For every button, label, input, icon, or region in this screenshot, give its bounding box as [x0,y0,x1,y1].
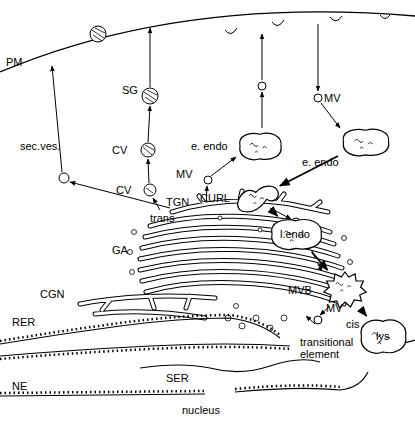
organelle-membrane [272,220,322,250]
pathway-arrow [262,92,263,128]
pathway-arrow [321,103,340,128]
organelle-node: lys [356,316,410,356]
structure-label: sec.ves. [20,140,60,152]
membrane-pit [225,15,390,34]
membrane-vesicle [314,316,322,324]
pathway-arrow [318,24,319,91]
structure-label: MV [326,302,343,314]
nuclear-envelope [0,372,368,396]
organelle-membrane [240,133,282,159]
pathway-connector [280,156,338,186]
secretory-granule [142,88,158,104]
pathway-arrow [211,157,236,176]
condensing-vacuole [141,143,156,196]
structure-label: MV [176,168,193,180]
structure-label: CGN [40,288,64,300]
organelle-label: l.endo [280,228,310,240]
organelle-membrane [361,320,406,353]
pathway-connector [312,252,328,270]
membrane-vesicle [204,176,212,184]
pathway-arrow [153,198,160,210]
secretory-vesicle [59,173,69,183]
organelle-outline [338,126,393,158]
organelle-label: CURL [200,192,230,204]
organelle-content [250,143,267,152]
golgi-vesicles [128,216,357,289]
structure-label: NE [12,380,27,392]
organelle-label: lys [376,330,389,342]
structure-label: CV [112,144,127,156]
structure-label: trans [150,212,174,224]
pathway-connector [275,214,277,216]
fusing-granule [90,26,106,42]
organelle-outline [235,130,285,162]
organelle-outline [236,180,280,214]
structure-label: MV [324,92,341,104]
structure-label: GA [112,244,128,256]
organelle-label: e. endo [191,140,228,152]
rough-er [0,315,290,359]
organelle-content [336,283,351,292]
pathway-arrow [148,159,149,183]
structure-label: RER [12,316,35,328]
structure-label: SER [166,372,189,384]
pathway-connector [362,310,367,316]
membrane-vesicle [314,94,322,102]
cis-golgi-network [80,296,215,318]
organelle-node: e. endo [338,126,393,158]
organelle-label: e. endo [302,156,339,168]
transitional-vesicles [225,304,287,332]
membrane-vesicle [258,82,266,90]
organelle-node: CURL [236,180,280,214]
structure-label: cis [346,318,359,330]
organelle-membrane [343,129,389,155]
plasma-membrane [0,12,415,72]
pathway-arrow [148,106,150,142]
golgi-stack [140,216,346,304]
structure-label: SG [122,84,138,96]
organelle-node: e. endo [235,130,285,162]
pathway-arrow [262,34,263,80]
pathway-arrow [52,66,62,172]
pathway-arrow [306,316,315,324]
structure-label: PM [6,56,23,68]
structure-label: transitional element [300,336,372,360]
structure-label: nucleus [182,404,220,416]
organelle-node: l.endo [266,216,326,252]
organelle-content [249,194,264,204]
structure-label: TGN [166,196,189,208]
pathway-arrow [70,182,170,208]
structure-label: CV [116,184,131,196]
organelle-membrane [238,186,279,212]
organelle-label: MVB [288,284,312,296]
pathway-arrow [150,28,151,87]
organelle-content [355,139,373,148]
